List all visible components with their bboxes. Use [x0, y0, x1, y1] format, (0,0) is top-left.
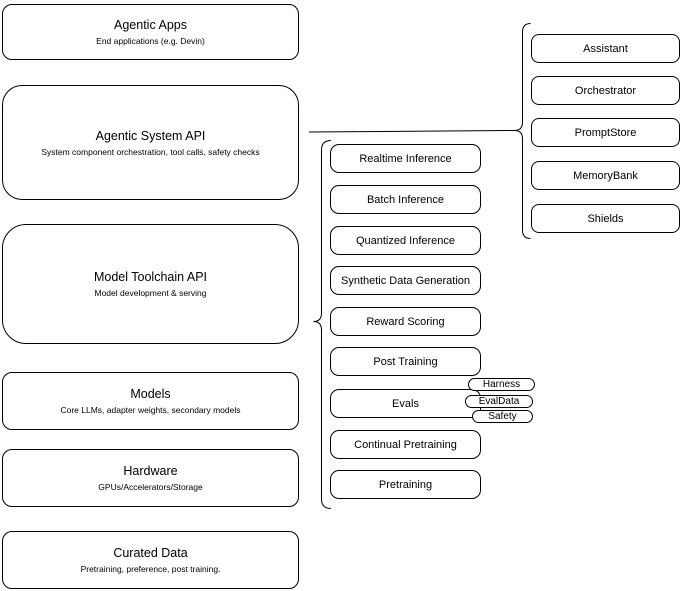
agentic-apps-subtitle: End applications (e.g. Devin) [96, 36, 205, 46]
agentic-system-api-box: Agentic System API System component orch… [2, 85, 299, 200]
component-label: Orchestrator [574, 84, 637, 97]
models-title: Models [130, 387, 171, 401]
component-label: Synthetic Data Generation [340, 274, 471, 287]
hardware-box: Hardware GPUs/Accelerators/Storage [2, 449, 299, 507]
hardware-subtitle: GPUs/Accelerators/Storage [98, 482, 203, 492]
component-reward-scoring: Reward Scoring [330, 307, 481, 336]
component-evals: Evals [330, 389, 481, 418]
tag-label: Safety [488, 411, 517, 422]
tag-label: Harness [482, 379, 521, 390]
model-toolchain-api-title: Model Toolchain API [93, 270, 208, 284]
component-label: MemoryBank [573, 169, 638, 182]
tag-label: EvalData [478, 396, 520, 407]
evals-tag-safety: Safety [472, 410, 533, 423]
component-batch-inference: Batch Inference [330, 185, 481, 214]
component-label: Pretraining [378, 478, 433, 491]
evals-tag-harness: Harness [468, 378, 535, 391]
component-continual-pretraining: Continual Pretraining [330, 430, 481, 459]
component-realtime-inference: Realtime Inference [330, 144, 481, 173]
hardware-title: Hardware [123, 464, 178, 478]
component-post-training: Post Training [330, 347, 481, 376]
component-pretraining: Pretraining [330, 470, 481, 499]
evals-tag-evaldata: EvalData [465, 395, 533, 408]
component-label: Reward Scoring [366, 315, 445, 328]
system-component-assistant: Assistant [531, 34, 680, 63]
agentic-system-api-title: Agentic System API [95, 128, 206, 143]
component-label: Assistant [583, 42, 628, 55]
system-component-shields: Shields [531, 204, 680, 233]
system-component-promptstore: PromptStore [531, 118, 680, 147]
toolchain-components-brace [313, 140, 332, 509]
models-subtitle: Core LLMs, adapter weights, secondary mo… [60, 405, 241, 415]
agentic-apps-title: Agentic Apps [114, 18, 187, 32]
component-label: Evals [392, 397, 419, 410]
component-label: Shields [587, 212, 624, 225]
system-component-orchestrator: Orchestrator [531, 76, 680, 105]
system-api-connector-line [308, 130, 515, 133]
agentic-apps-box: Agentic Apps End applications (e.g. Devi… [2, 4, 299, 60]
system-component-memorybank: MemoryBank [531, 161, 680, 190]
model-toolchain-api-box: Model Toolchain API Model development & … [2, 224, 299, 344]
component-label: Quantized Inference [355, 234, 456, 247]
curated-data-box: Curated Data Pretraining, preference, po… [2, 531, 299, 589]
curated-data-title: Curated Data [113, 546, 188, 560]
agentic-system-api-subtitle: System component orchestration, tool cal… [41, 146, 260, 157]
component-label: Continual Pretraining [354, 438, 457, 451]
component-label: Post Training [373, 355, 438, 368]
curated-data-subtitle: Pretraining, preference, post training. [80, 564, 221, 574]
model-toolchain-api-subtitle: Model development & serving [94, 288, 207, 298]
component-synthetic-data-generation: Synthetic Data Generation [330, 266, 481, 295]
component-label: PromptStore [574, 126, 637, 139]
component-label: Realtime Inference [359, 152, 452, 165]
component-label: Batch Inference [366, 193, 445, 206]
system-components-brace [514, 23, 531, 239]
component-quantized-inference: Quantized Inference [330, 226, 481, 255]
models-box: Models Core LLMs, adapter weights, secon… [2, 372, 299, 430]
